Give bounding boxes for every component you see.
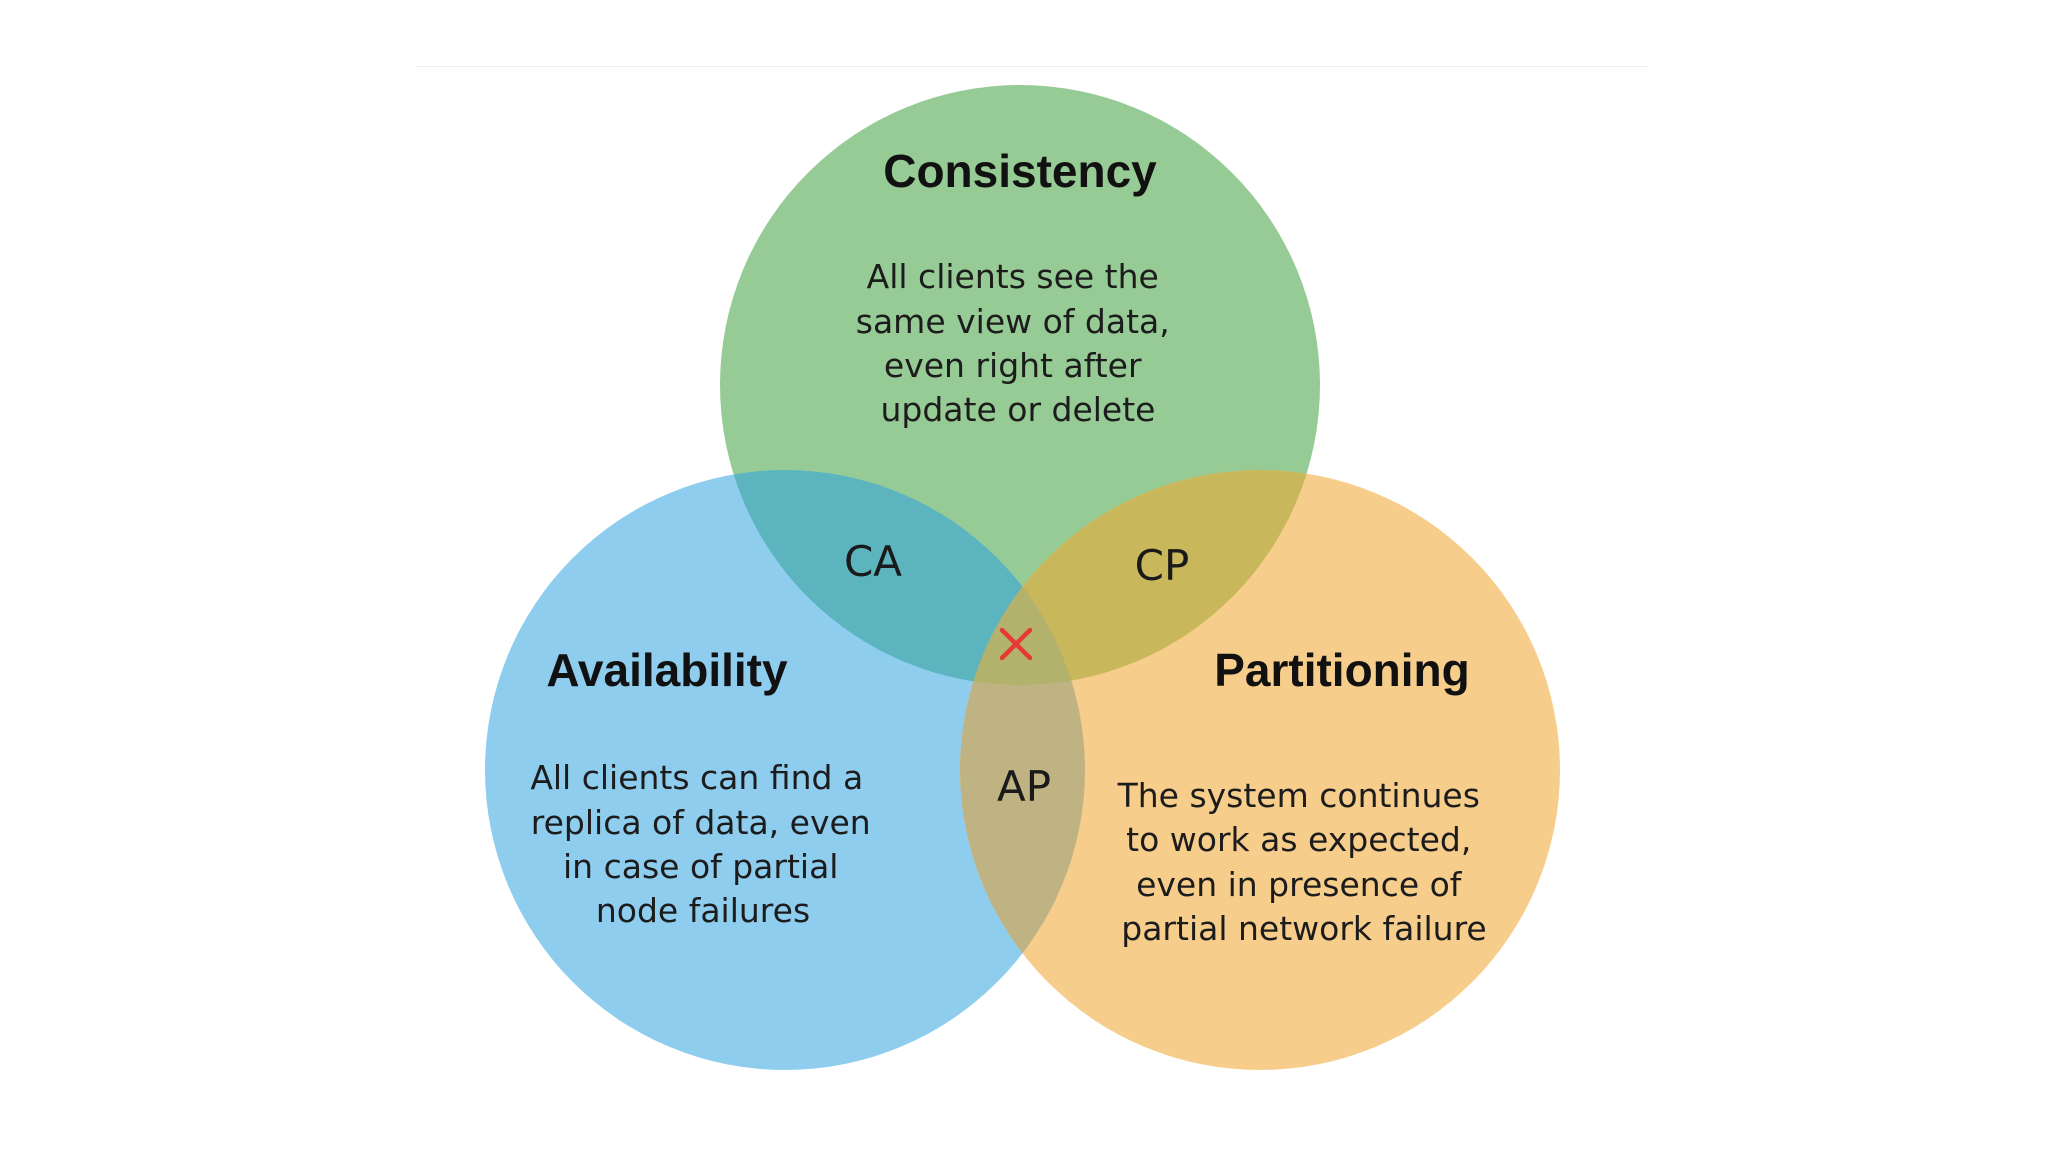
consistency-title: Consistency: [883, 145, 1157, 197]
consistency-description: All clients see the same view of data, e…: [856, 257, 1180, 429]
availability-desc-line: node failures: [596, 891, 810, 930]
consistency-desc-line: same view of data,: [856, 302, 1170, 341]
availability-desc-line: in case of partial: [563, 847, 838, 886]
partitioning-desc-line: to work as expected,: [1126, 820, 1471, 859]
partitioning-desc-line: partial network failure: [1121, 909, 1486, 948]
availability-desc-line: replica of data, even: [531, 803, 871, 842]
x-icon: [999, 627, 1033, 661]
ca-label: CA: [844, 537, 902, 586]
cp-label: CP: [1135, 541, 1190, 590]
partitioning-desc-line: even in presence of: [1136, 865, 1463, 904]
consistency-desc-line: All clients see the: [867, 257, 1159, 296]
availability-description: All clients can find a replica of data, …: [530, 758, 881, 930]
partitioning-title: Partitioning: [1214, 644, 1470, 696]
cp-overlap-region: [960, 470, 1320, 685]
availability-title: Availability: [546, 644, 788, 696]
top-divider: [415, 66, 1648, 67]
consistency-desc-line: even right after: [884, 346, 1142, 385]
availability-desc-line: All clients can find a: [530, 758, 863, 797]
partitioning-description: The system continues to work as expected…: [1117, 776, 1491, 948]
partitioning-desc-line: The system continues: [1117, 776, 1480, 815]
ca-overlap-region: [720, 470, 1085, 685]
ap-label: AP: [997, 762, 1051, 811]
consistency-desc-line: update or delete: [881, 390, 1156, 429]
